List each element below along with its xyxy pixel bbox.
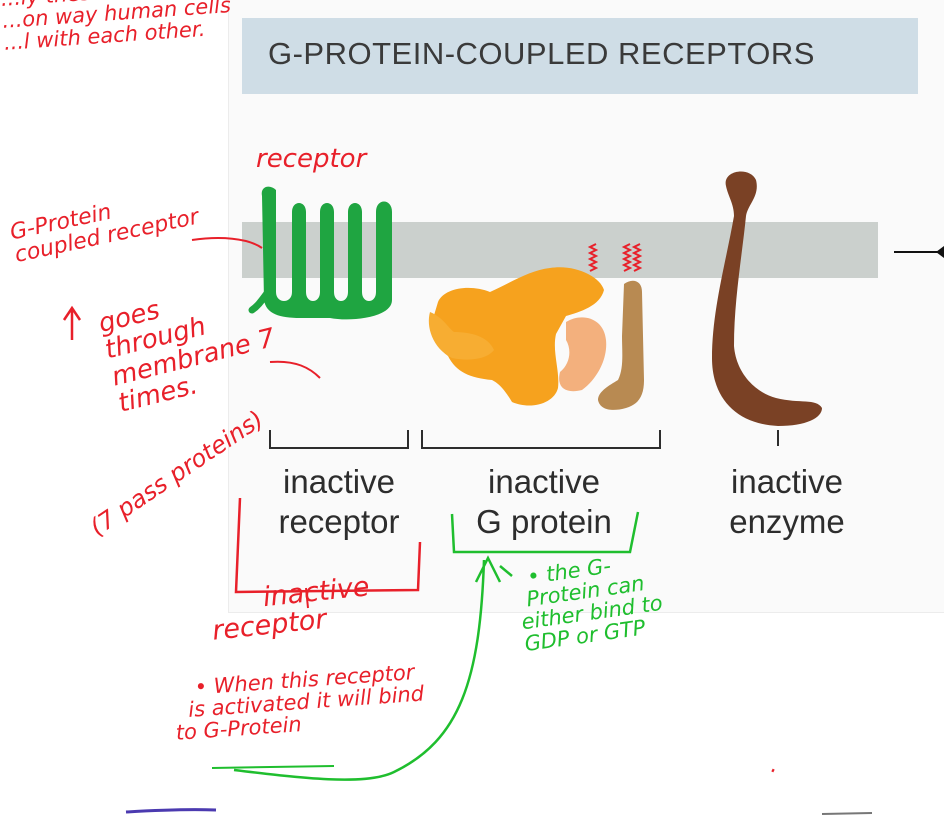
ink-membrane-pointer: [269, 360, 321, 379]
receptor-bracket: [269, 430, 409, 449]
label-line: G protein: [476, 503, 612, 540]
stray-line-right: [821, 812, 873, 815]
receptor-tail: [248, 288, 272, 314]
label-line: inactive: [731, 463, 843, 500]
note-g-protein: • the G- Protein can either bind to GDP …: [514, 548, 667, 657]
label-inactive-receptor: inactive receptor: [256, 462, 422, 542]
g-protein-gamma: [598, 280, 644, 410]
g-protein-alpha: [432, 267, 604, 406]
label-line: receptor: [278, 503, 400, 540]
g-protein-alpha-lobe: [428, 312, 494, 360]
stray-line-left: [125, 808, 217, 814]
g-protein-beta: [559, 317, 607, 392]
g-protein-bracket: [421, 430, 661, 449]
label-inactive-g-protein: inactive G protein: [450, 462, 638, 542]
title-band: [242, 18, 918, 94]
lipid-anchor-2: [621, 243, 633, 272]
label-line: inactive: [283, 463, 395, 500]
ink-dot: [771, 768, 775, 773]
lipid-anchor-1: [587, 243, 599, 272]
ink-receptor-box-tick: [305, 587, 309, 609]
ink-gprotein-bracket: [450, 511, 640, 554]
label-inactive-enzyme: inactive enzyme: [702, 462, 872, 542]
ink-green-loop: [233, 555, 502, 781]
ink-green-pointer: [499, 565, 513, 577]
label-line: inactive: [488, 463, 600, 500]
signal-arrowhead: [936, 246, 944, 258]
ink-underline: [211, 765, 335, 769]
note-receptor-word: receptor: [256, 144, 367, 174]
ink-up-arrow: [62, 305, 82, 340]
figure-title: G-PROTEIN-COUPLED RECEPTORS: [268, 36, 815, 71]
lipid-anchor-3: [631, 243, 643, 272]
ink-gpcr-pointer: [191, 237, 263, 249]
ink-receptor-box: [234, 497, 422, 594]
label-line: enzyme: [729, 503, 845, 540]
receptor-shape: [261, 186, 392, 320]
enzyme-shape: [712, 171, 822, 426]
